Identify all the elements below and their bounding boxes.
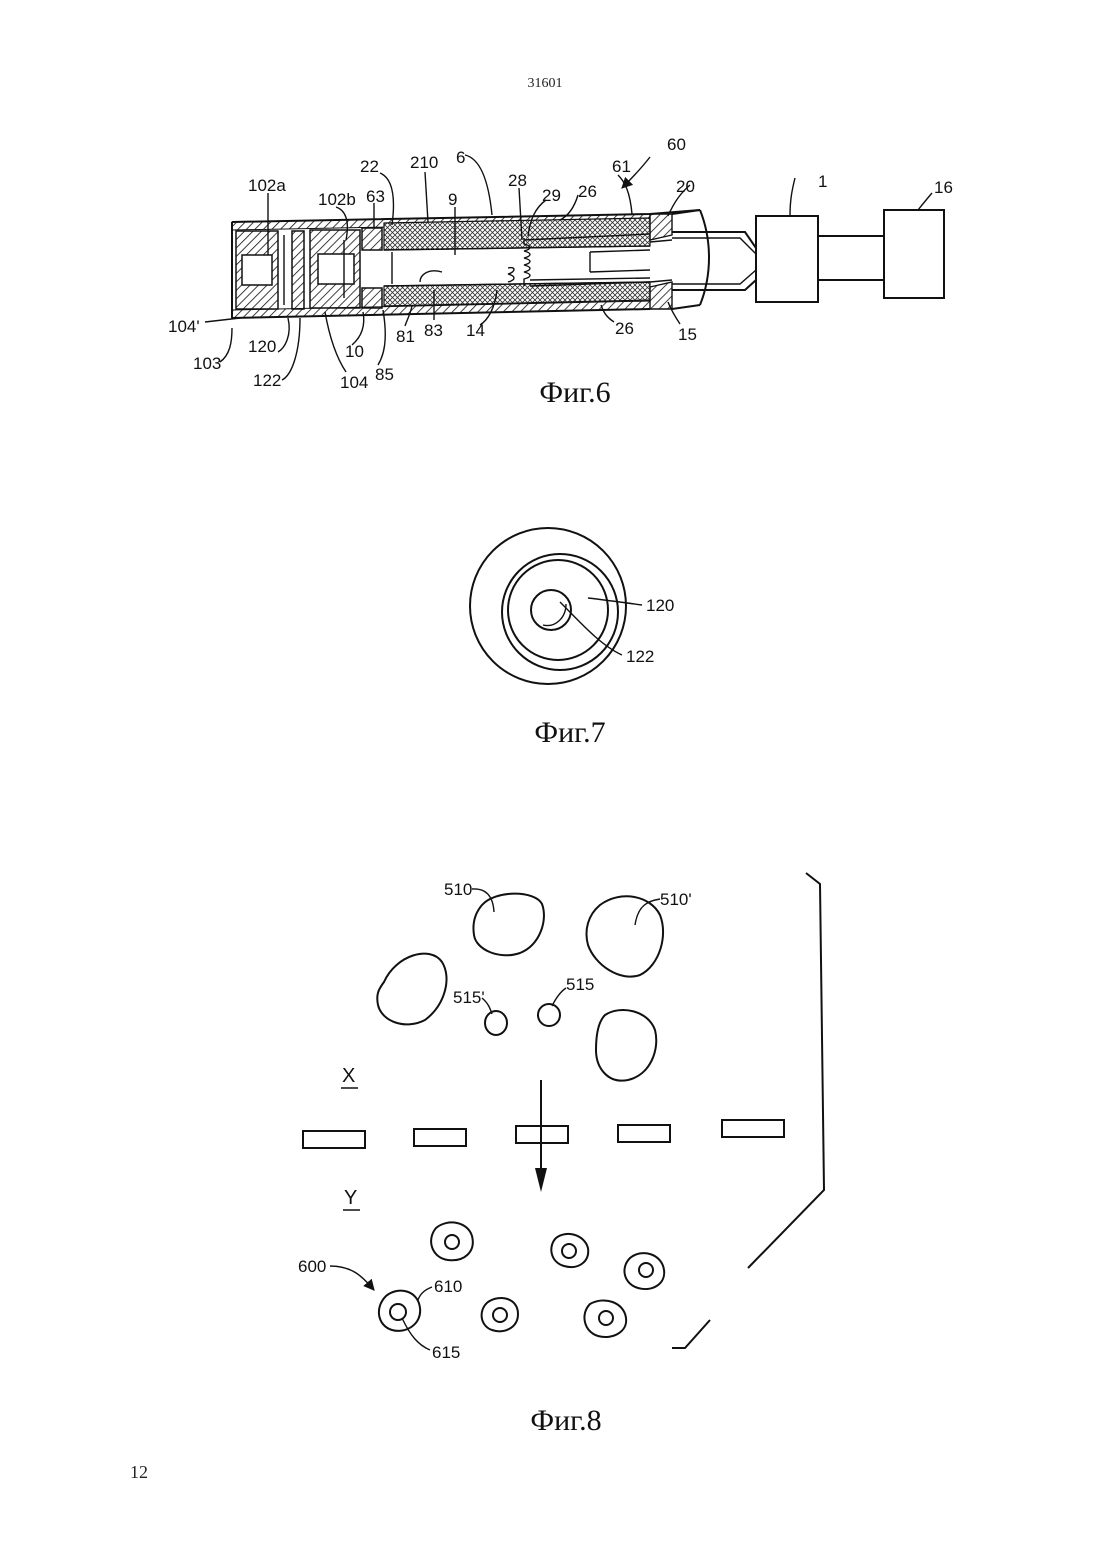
connector-85 [362,288,382,308]
label-22: 22 [360,157,379,176]
label-102b: 102b [318,190,356,209]
cartridge-block-102b [310,230,360,308]
label-10: 10 [345,342,364,361]
connecting-rod [818,236,884,280]
label-600: 600 [298,1257,326,1276]
page-number: 12 [130,1462,148,1482]
label-60: 60 [667,135,686,154]
filter-segment-4 [618,1125,670,1142]
label-510-prime: 510' [660,890,692,909]
label-26-bottom: 26 [615,319,634,338]
outer-ring [470,528,626,684]
label-20: 20 [676,177,695,196]
label-61: 61 [612,157,631,176]
label-Y: Y [344,1187,357,1209]
right-bracket [748,873,824,1268]
connector-63 [362,228,382,250]
label-120: 120 [248,337,276,356]
label-104: 104 [340,373,368,392]
leader-610 [418,1287,432,1300]
figure-8: 510 510' 515' 515 X Y [298,873,824,1437]
heater-coil-left [508,268,514,282]
label-104-prime: 104' [168,317,200,336]
cartridge-block-102a [236,231,304,309]
coated-particle-600 [379,1291,420,1331]
label-63: 63 [366,187,385,206]
particle-510 [473,894,543,956]
core-615 [390,1304,406,1320]
label-83: 83 [424,321,443,340]
ring-inner-edge [508,560,608,660]
label-103: 103 [193,354,221,373]
label-210: 210 [410,153,438,172]
lower-bracket [672,1320,710,1348]
label-15: 15 [678,325,697,344]
fig6-caption: Фиг.6 [539,376,610,409]
fig7-caption: Фиг.7 [534,716,605,749]
label-16: 16 [934,178,953,197]
figure-7: 120 122 Фиг.7 [470,528,674,749]
label-120: 120 [646,596,674,615]
control-unit-1 [756,216,818,302]
particle-515-prime [485,1011,507,1035]
label-85: 85 [375,365,394,384]
label-615: 615 [432,1343,460,1362]
label-X: X [342,1065,355,1087]
leader-120 [588,598,642,605]
label-515-prime: 515' [453,988,485,1007]
coated-particles [431,1222,664,1337]
ring-face-120 [502,554,618,670]
label-122: 122 [253,371,281,390]
filter-segment-1 [303,1131,365,1148]
filter-segment-5 [722,1120,784,1137]
particle-510-prime [587,896,664,976]
figure-6: 102a 102b 63 22 210 6 9 28 29 26 61 60 2… [168,135,953,409]
insulation-top [384,218,650,250]
particle-left [377,954,446,1025]
power-unit-16 [884,210,944,298]
label-9: 9 [448,190,457,209]
label-102a: 102a [248,176,286,195]
label-510: 510 [444,880,472,899]
leader-600 [330,1266,374,1290]
label-515: 515 [566,975,594,994]
inner-tube-14 [590,250,650,272]
label-28: 28 [508,171,527,190]
label-6: 6 [456,148,465,167]
label-1: 1 [818,172,827,191]
label-81: 81 [396,327,415,346]
label-29: 29 [542,186,561,205]
particle-515 [538,1004,560,1026]
document-number: 31601 [528,76,563,91]
label-14: 14 [466,321,485,340]
particle-right [596,1010,656,1081]
label-610: 610 [434,1277,462,1296]
label-122: 122 [626,647,654,666]
fig8-caption: Фиг.8 [530,1404,601,1437]
label-26-top: 26 [578,182,597,201]
filter-segment-2 [414,1129,466,1146]
flow-arrowhead [535,1168,547,1192]
end-cap-20 [650,214,672,240]
